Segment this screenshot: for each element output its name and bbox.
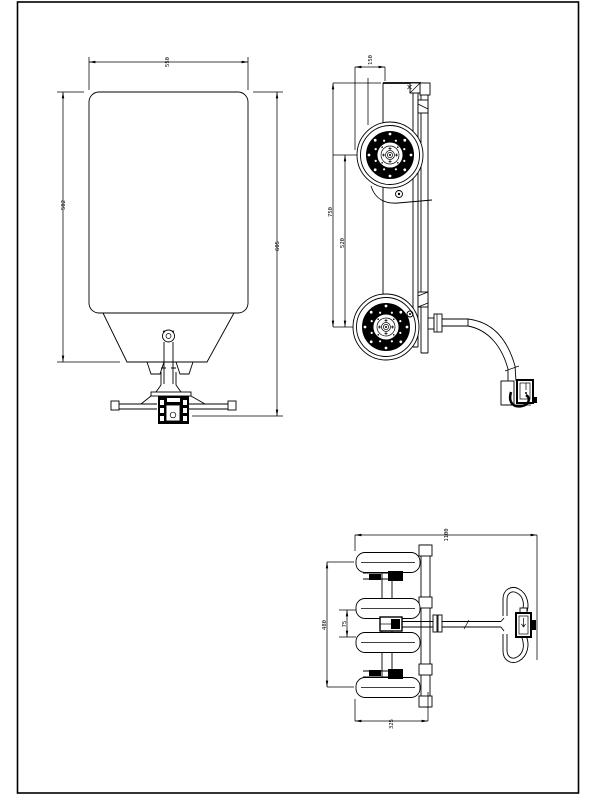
nozzle-valve-box [516, 379, 534, 404]
grip-valve-window [518, 615, 529, 635]
tank-side-profile [382, 82, 431, 354]
tire-3 [355, 632, 421, 653]
handle-loop-lower-inner [506, 634, 524, 659]
valve-braces [140, 395, 206, 405]
drain-pipe [160, 342, 177, 385]
handle-loop-upper-inner [506, 591, 524, 616]
dim-label-front-height: 502 [61, 200, 67, 210]
dim-plan-gap: 75 [339, 609, 356, 638]
wall-step [419, 82, 431, 96]
pipe-ball-joint [162, 329, 175, 343]
handle-loop-upper-outer [502, 587, 529, 616]
ball-dot [163, 330, 165, 333]
valve-handle-rods [119, 403, 228, 410]
nozzle-pin-dot [525, 392, 527, 394]
nozzle-hook [508, 391, 531, 408]
axle-bolt [406, 310, 414, 318]
lower-axle-bracket [417, 291, 429, 308]
frame-rail [418, 544, 433, 708]
tire-1 [355, 552, 421, 573]
tank-sump [102, 312, 235, 363]
drain-hose-assembly [427, 313, 537, 408]
front-view: 550 [57, 57, 283, 424]
rail-bar [420, 544, 431, 708]
handle-break-mark [463, 619, 470, 630]
notch-chamfer [409, 82, 421, 94]
dim-label-plan-gap: 75 [342, 621, 348, 628]
handle-shaft-outer [442, 621, 501, 628]
dim-plan-width: 325 [354, 692, 429, 729]
dim-front-height-total: 605 [192, 91, 283, 417]
rail-tab [418, 695, 433, 708]
valve-flange [150, 391, 192, 397]
hose-curve [467, 318, 517, 382]
dim-front-width: 550 [88, 57, 249, 90]
tire-2 [355, 598, 421, 619]
nozzle-tip [533, 397, 537, 403]
dim-plan-length: 1100 [354, 528, 538, 660]
handle-assembly [402, 587, 536, 663]
pipe-ball-center [165, 333, 172, 339]
nozzle-valve-window [519, 382, 531, 400]
side-view: 150 750 520 [328, 55, 537, 408]
valve-details [160, 398, 187, 421]
valve-port [169, 411, 177, 419]
wheel-upper [357, 122, 423, 188]
handle-joint [500, 617, 505, 632]
outlet-pipe [442, 318, 469, 327]
ball-dot [172, 330, 174, 333]
pipe-flare [155, 384, 182, 393]
weld-x-mark [407, 84, 412, 90]
dim-plan-track: 480 [322, 561, 354, 688]
grip-valve-tip [530, 620, 536, 630]
dim-side-depth: 150 [354, 55, 386, 150]
handle-collar [432, 614, 438, 633]
axle-bolt-center [409, 313, 411, 315]
dim-label-side-depth: 150 [368, 55, 374, 65]
dim-label-front-width: 550 [165, 57, 171, 67]
outlet-stub [427, 317, 435, 330]
dim-label-side-axle: 520 [340, 238, 346, 248]
wheel-lower [353, 294, 419, 360]
drain-valve [110, 391, 237, 424]
rail-tab [418, 596, 433, 609]
dim-front-height: 502 [57, 91, 120, 363]
dim-label-front-height-total: 605 [275, 241, 281, 251]
pivot-block-core [391, 619, 400, 629]
dim-side-height: 750 [328, 82, 381, 328]
plan-view: 1100 [322, 528, 538, 729]
axle-front [363, 571, 403, 598]
valve-handle-cap-left [110, 400, 120, 411]
valve-handle-cap-right [227, 400, 237, 411]
handle-collar [437, 614, 443, 633]
wheel-upper-bracket [370, 185, 433, 204]
dim-label-plan-track: 480 [322, 620, 328, 630]
dim-label-side-height: 750 [328, 207, 334, 217]
valve-window [165, 404, 181, 422]
hose-joint [504, 365, 520, 372]
axle-rear [363, 653, 403, 679]
tire-4 [355, 677, 421, 698]
rail-tab [418, 663, 433, 676]
dim-side-axle: 520 [340, 154, 347, 328]
rail-tab [418, 544, 433, 557]
dim-label-plan-length: 1100 [444, 528, 450, 541]
upper-bracket-line [417, 103, 429, 110]
drain-pipe-assembly [155, 329, 182, 393]
dim-label-plan-width: 325 [389, 719, 395, 729]
tank-rear-walls [412, 83, 429, 354]
tank-front-outline [88, 91, 249, 314]
grip-valve-pin [521, 618, 526, 628]
lower-bracket-lines [417, 291, 429, 308]
outlet-collar [433, 313, 443, 333]
handle-shaft-inner [402, 621, 433, 628]
handle-loop-lower-outer [502, 634, 529, 663]
